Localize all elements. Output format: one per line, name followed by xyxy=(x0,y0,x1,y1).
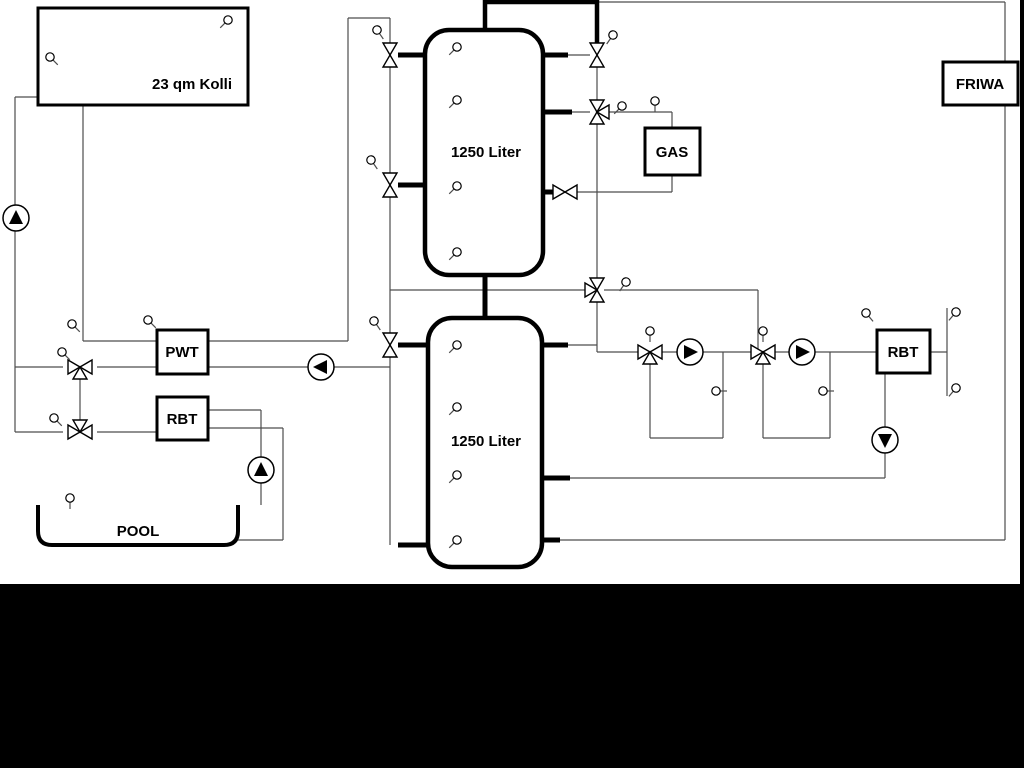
pool-label: POOL xyxy=(117,523,160,540)
friwa-box xyxy=(941,60,1020,107)
gas-label: GAS xyxy=(656,144,689,161)
heating-pump-1-icon xyxy=(676,338,704,366)
pwt-label: PWT xyxy=(165,344,198,361)
friwa-label: FRIWA xyxy=(956,76,1004,93)
solar-pump-icon xyxy=(2,204,30,232)
heating-pump-2-icon xyxy=(788,338,816,366)
gas-boiler-box xyxy=(643,126,702,177)
charge-pump-icon xyxy=(307,353,335,381)
piping-thin xyxy=(14,1,1006,545)
tank-bottom-label: 1250 Liter xyxy=(451,433,521,450)
collector-label: 23 qm Kolli xyxy=(152,76,232,93)
rbt-left-label: RBT xyxy=(167,411,198,428)
right-edge-border xyxy=(1020,0,1024,584)
pwt-box xyxy=(155,328,210,376)
rbt-right-label: RBT xyxy=(888,344,919,361)
solar-collector-box xyxy=(36,6,250,107)
piping-thick xyxy=(398,0,600,548)
tank-top-label: 1250 Liter xyxy=(451,144,521,161)
pool-shape xyxy=(36,505,240,547)
rbt-right-box xyxy=(875,328,932,375)
rbt-left-box xyxy=(155,395,210,442)
rbt-pump-icon xyxy=(871,426,899,454)
pool-pump-icon xyxy=(247,456,275,484)
buffer-tank-top xyxy=(422,27,546,278)
bottom-black-band xyxy=(0,584,1024,768)
buffer-tank-bottom xyxy=(425,315,545,570)
